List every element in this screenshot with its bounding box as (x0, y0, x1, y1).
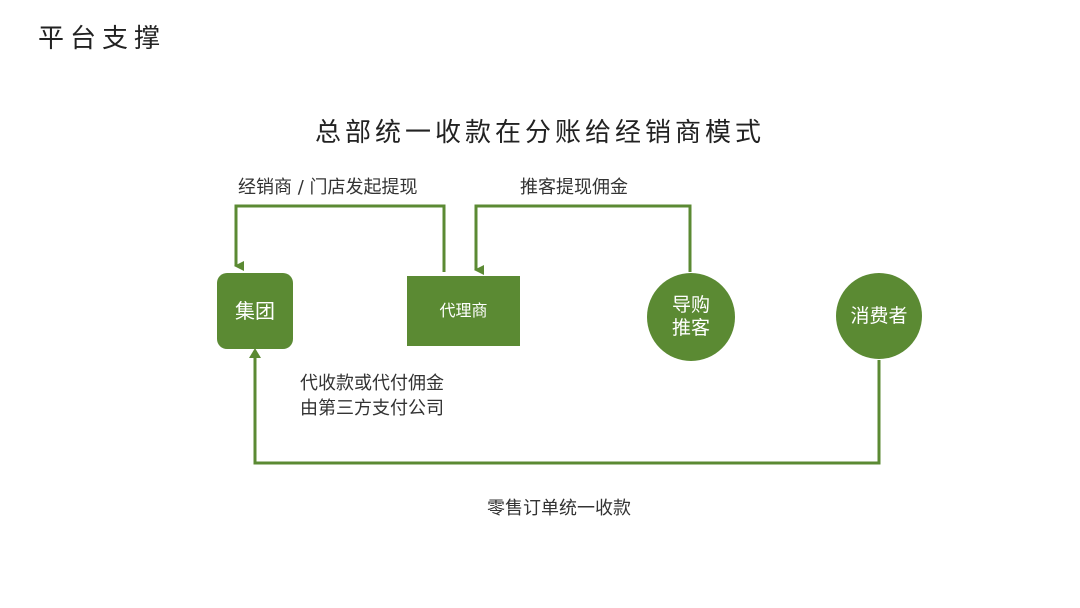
node-group: 集团 (217, 273, 293, 349)
edge-label-retail-collect: 零售订单统一收款 (487, 498, 631, 519)
edge-label-referrer-withdraw: 推客提现佣金 (520, 177, 628, 198)
node-referrer-label-1: 导购 (671, 294, 710, 317)
edge-referrer-withdraw (474, 204, 692, 275)
edge-retail-collect-arrowhead (249, 348, 261, 358)
node-agent-label: 代理商 (439, 301, 488, 321)
edge-retail-collect (253, 355, 881, 465)
node-agent: 代理商 (407, 276, 520, 346)
page-title: 平台支撑 (38, 24, 167, 54)
diagram-title: 总部统一收款在分账给经销商模式 (314, 118, 765, 148)
node-group-label: 集团 (235, 299, 275, 323)
edge-label-third-party-1: 代收款或代付佣金 (300, 373, 444, 394)
edge-dealer-withdraw (234, 204, 446, 272)
edge-label-third-party-2: 由第三方支付公司 (300, 398, 444, 419)
node-consumer: 消费者 (836, 273, 922, 359)
node-referrer-label-2: 推客 (671, 317, 710, 339)
edge-label-dealer-withdraw: 经销商 / 门店发起提现 (238, 177, 418, 198)
node-consumer-label: 消费者 (850, 304, 908, 327)
node-referrer: 导购 推客 (647, 273, 735, 361)
